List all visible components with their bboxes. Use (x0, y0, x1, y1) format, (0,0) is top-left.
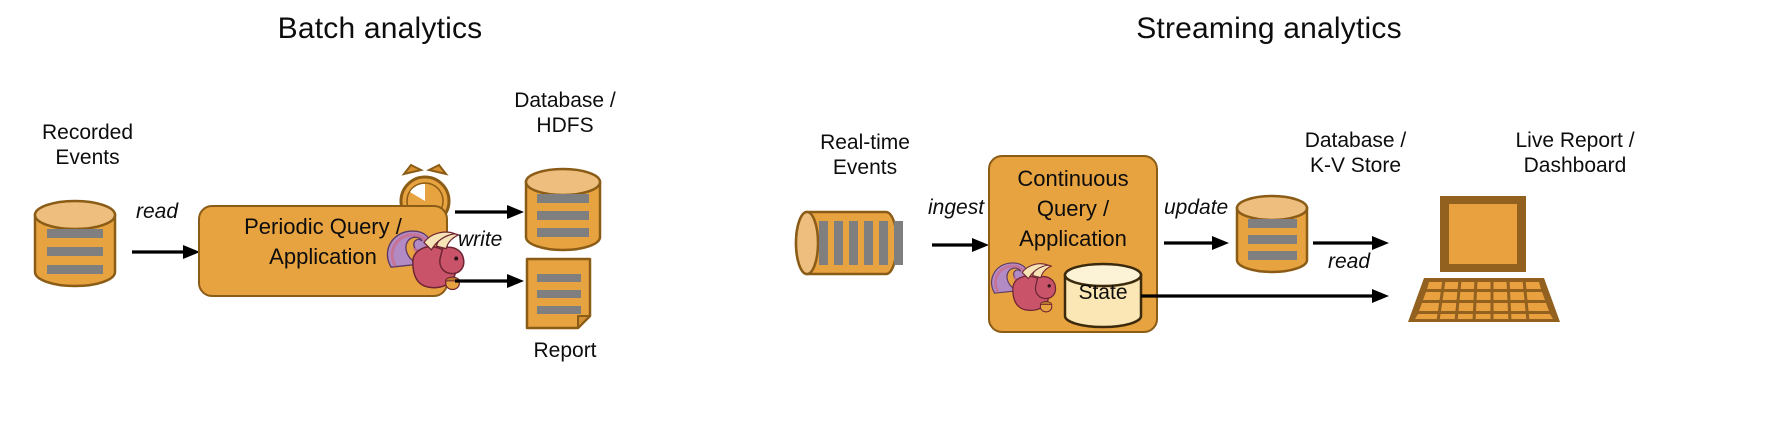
edge-read-label: read (136, 200, 179, 223)
edge-db-to-dashboard-arrow (1313, 236, 1389, 250)
database-kv-label: Database / K-V Store (1263, 128, 1448, 178)
recorded-events-cylinder-icon (33, 199, 117, 288)
edge-ingest-arrow (932, 238, 989, 252)
edge-update-arrow (1164, 236, 1229, 250)
recorded-events-label-line1: Recorded (41, 121, 134, 144)
live-report-label: Live Report / Dashboard (1460, 128, 1690, 178)
edge-write-arrow-report (455, 274, 524, 288)
message-queue-icon (794, 210, 903, 276)
database-hdfs-label-line1: Database / (514, 89, 616, 112)
streaming-panel-title: Streaming analytics (1136, 12, 1402, 45)
database-kv-label-line2: K-V Store (1309, 154, 1402, 177)
recorded-events-label-line2: Events (55, 146, 120, 169)
realtime-events-label-line1: Real-time (820, 131, 910, 154)
realtime-events-label-line2: Events (832, 156, 898, 179)
laptop-icon (1408, 196, 1560, 322)
state-label: State (1078, 281, 1128, 304)
database-hdfs-label: Database / HDFS (475, 88, 655, 138)
database-kv-cylinder-icon (1235, 194, 1309, 274)
streaming-analytics-panel: Streaming analytics Real-time Events (760, 0, 1778, 428)
streaming-artwork (794, 210, 989, 276)
streaming-sinks-artwork (1141, 194, 1560, 322)
batch-panel-title: Batch analytics (277, 12, 483, 45)
edge-write-arrow-db (455, 205, 524, 219)
edge-read-label: read (1328, 250, 1371, 273)
edge-state-to-dashboard-arrow (1141, 289, 1389, 303)
edge-ingest-label: ingest (928, 196, 985, 219)
recorded-events-label: Recorded Events (0, 120, 175, 170)
database-kv-label-line1: Database / (1304, 129, 1407, 152)
edge-read-arrow (132, 245, 200, 259)
batch-analytics-panel: Batch analytics Recorded Events (0, 0, 760, 428)
database-hdfs-label-line2: HDFS (536, 114, 594, 137)
live-report-label-line1: Live Report / (1515, 129, 1635, 152)
database-hdfs-cylinder-icon (524, 167, 602, 252)
edge-write-label: write (458, 228, 503, 251)
realtime-events-label: Real-time Events (785, 130, 945, 180)
live-report-label-line2: Dashboard (1523, 154, 1627, 177)
edge-update-label: update (1164, 196, 1229, 219)
report-document-icon (525, 257, 592, 330)
report-label: Report (533, 339, 597, 362)
